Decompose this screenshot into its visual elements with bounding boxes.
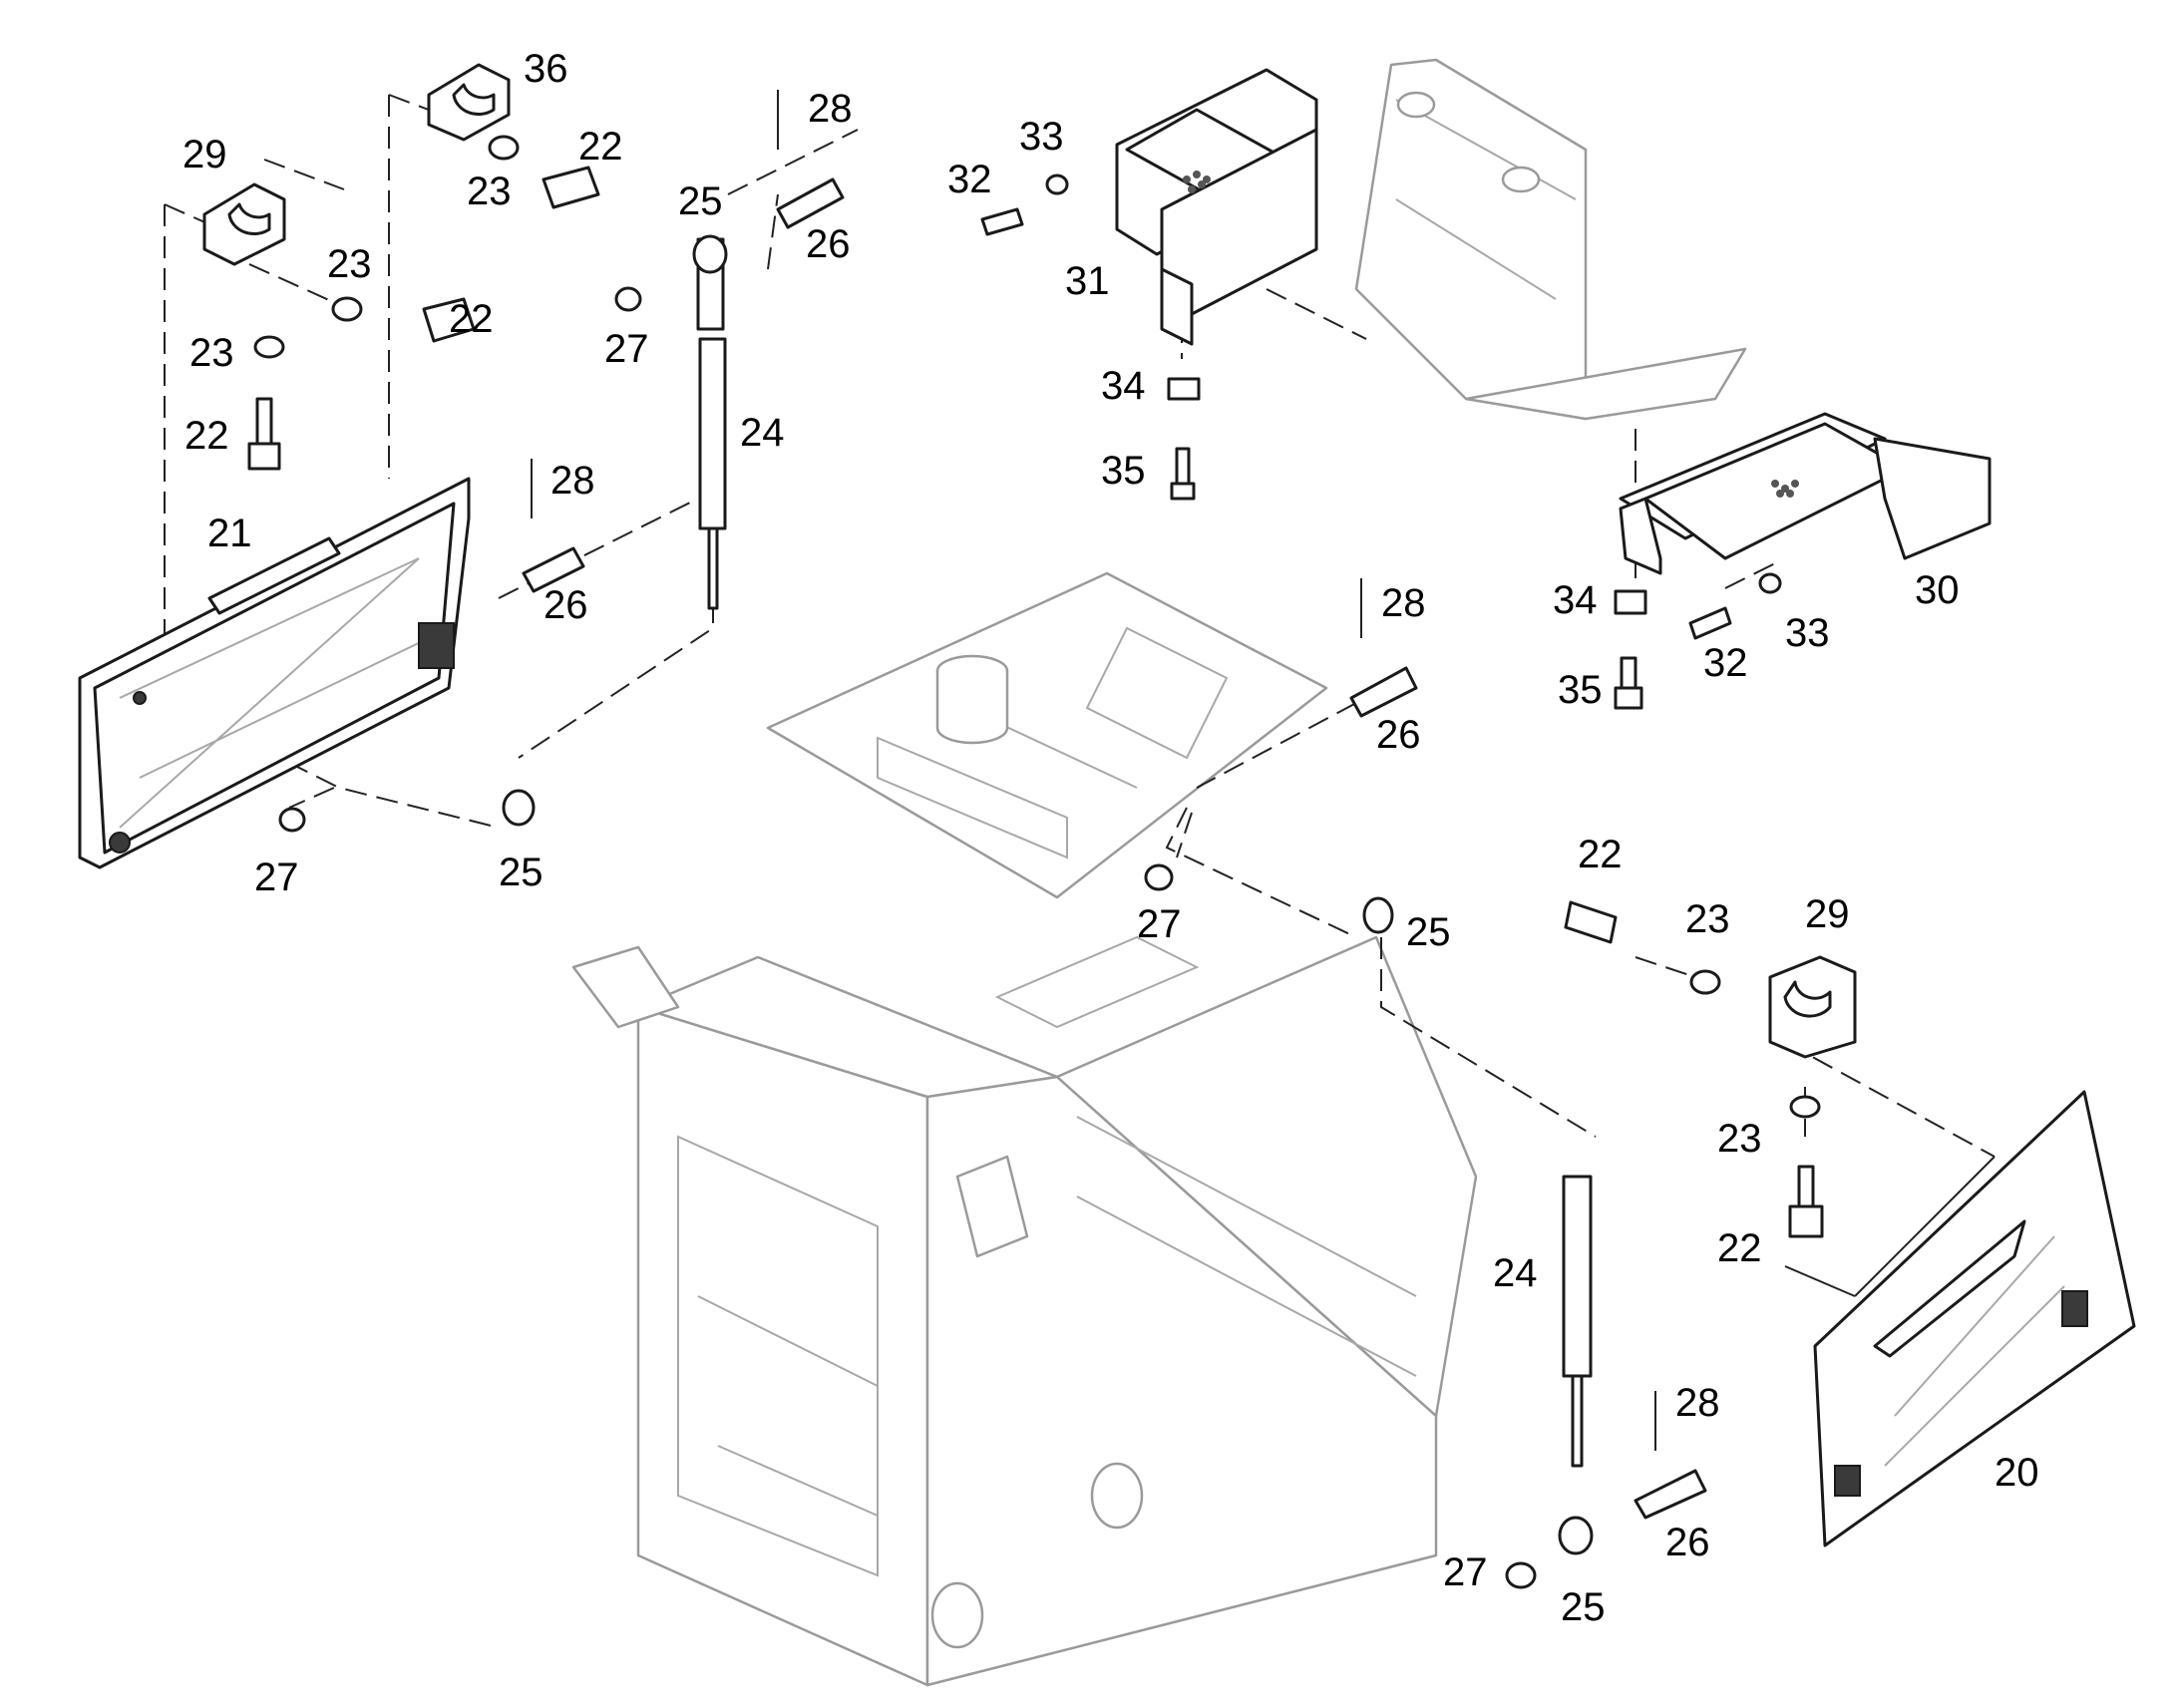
- callout-20: 20: [1995, 1451, 2039, 1495]
- hinge-bracket-29-left: [202, 182, 286, 266]
- side-door-panel-right: [1813, 1090, 2136, 1547]
- callout-22: 22: [184, 414, 229, 458]
- callout-25: 25: [678, 179, 723, 223]
- callout-25: 25: [1406, 910, 1451, 954]
- callout-21: 21: [207, 512, 252, 555]
- callout-35: 35: [1101, 449, 1146, 493]
- callout-25: 25: [499, 851, 544, 894]
- callout-24: 24: [1493, 1251, 1538, 1295]
- callout-23: 23: [467, 170, 512, 213]
- top-cover-plate-ghost: [766, 571, 1328, 899]
- callout-22: 22: [449, 297, 494, 341]
- callout-33: 33: [1019, 115, 1064, 159]
- callout-23: 23: [327, 242, 372, 286]
- hinge-bracket-36: [427, 63, 511, 142]
- callout-28: 28: [808, 87, 853, 131]
- machine-frame-ghost: [571, 935, 1478, 1687]
- callout-32: 32: [1703, 641, 1748, 685]
- callout-26: 26: [1376, 713, 1421, 757]
- callout-29: 29: [182, 133, 227, 176]
- rear-housing-ghost: [1354, 58, 1747, 421]
- gas-strut-left: [692, 234, 728, 610]
- callout-29: 29: [1805, 892, 1850, 936]
- callout-26: 26: [544, 583, 588, 627]
- gas-strut-right: [502, 789, 1594, 1555]
- callout-26: 26: [806, 222, 851, 266]
- callout-27: 27: [1137, 902, 1182, 946]
- callout-34: 34: [1553, 578, 1598, 622]
- callout-24: 24: [740, 411, 785, 455]
- callout-22: 22: [1578, 833, 1623, 876]
- callout-36: 36: [524, 47, 568, 91]
- callout-27: 27: [1443, 1550, 1488, 1594]
- callout-34: 34: [1101, 364, 1146, 408]
- cotter-pins: [531, 90, 1656, 1451]
- callout-27: 27: [604, 327, 649, 371]
- pins: [522, 177, 1707, 1520]
- callout-27: 27: [254, 855, 299, 899]
- callout-23: 23: [1717, 1117, 1762, 1161]
- callout-28: 28: [550, 459, 595, 503]
- callout-22: 22: [578, 125, 623, 169]
- side-door-panel-left: [78, 477, 471, 869]
- callout-32: 32: [947, 158, 992, 201]
- callout-35: 35: [1558, 668, 1603, 712]
- callout-26: 26: [1665, 1521, 1710, 1564]
- callout-25: 25: [1561, 1585, 1606, 1629]
- washers: [253, 135, 1821, 1589]
- callout-23: 23: [189, 331, 234, 375]
- callout-31: 31: [1065, 259, 1110, 303]
- callout-labels: 36 29 28 33 22 25 32 23 26 23 31 22 23 2…: [182, 47, 2039, 1629]
- cover-tray-31: [1115, 68, 1318, 346]
- callout-33: 33: [1785, 611, 1830, 655]
- callout-28: 28: [1675, 1381, 1720, 1425]
- callout-22: 22: [1717, 1226, 1762, 1270]
- callout-30: 30: [1915, 568, 1960, 612]
- cover-tray-30: [1619, 412, 1992, 575]
- callout-23: 23: [1685, 897, 1730, 941]
- hinge-bracket-29-right: [1768, 955, 1857, 1059]
- bolts: [247, 166, 1824, 1238]
- callout-28: 28: [1381, 581, 1426, 625]
